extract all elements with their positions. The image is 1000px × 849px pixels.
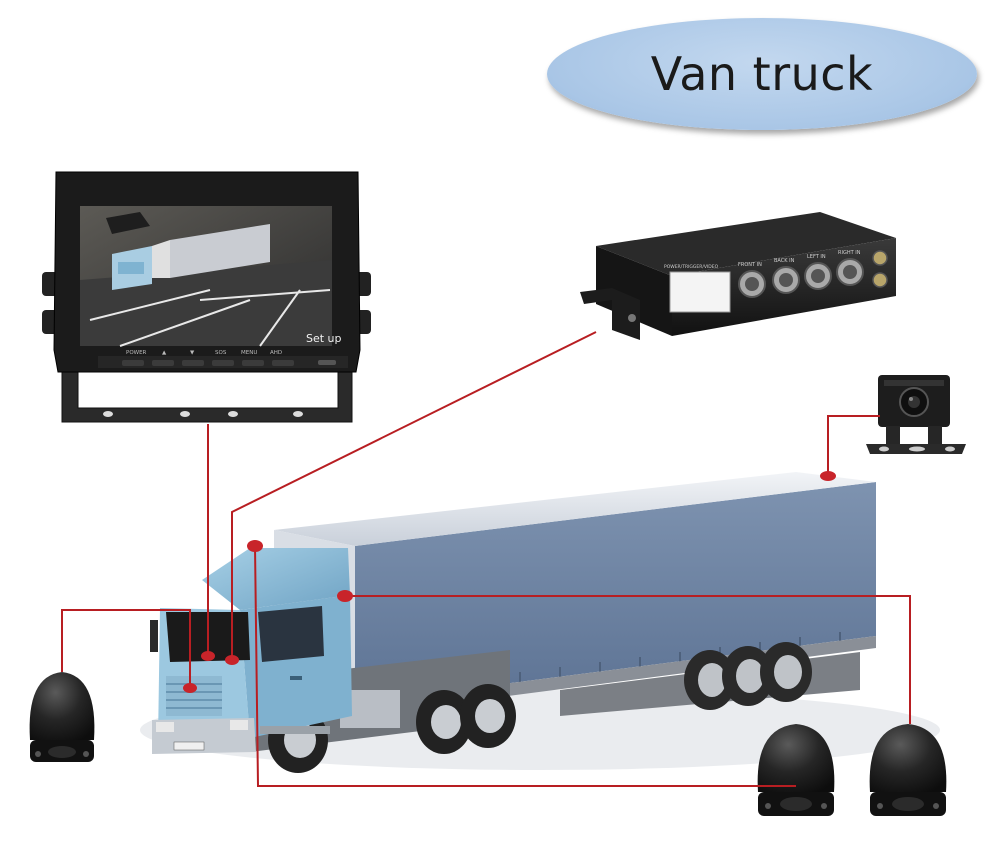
monitor-button-menu[interactable]: MENU [241, 350, 257, 356]
monitor-button-ahd[interactable]: AHD [270, 350, 282, 356]
power-connector [670, 272, 730, 312]
rear-right-camera [870, 724, 947, 816]
monitor: Set up POWER ▲ ▼ SOS MENU AHD [42, 172, 371, 422]
right-side-camera [758, 724, 835, 816]
monitor-screen-label: Set up [306, 332, 342, 345]
control-box: POWER/TRIGGER/VIDEO FRONT IN BACK IN LEF… [580, 212, 896, 340]
port-label-front: FRONT IN [738, 262, 762, 268]
monitor-button-sos[interactable]: SOS [215, 350, 227, 356]
port-label-back: BACK IN [774, 258, 795, 264]
front-left-camera [30, 672, 95, 762]
trailer-wheels [684, 642, 812, 710]
van-truck [140, 472, 940, 773]
port-label-right: RIGHT IN [838, 250, 861, 256]
port-label-left: LEFT IN [807, 254, 826, 260]
rear-camera [866, 375, 966, 454]
monitor-button-power[interactable]: POWER [126, 350, 147, 356]
control-box-connector-label: POWER/TRIGGER/VIDEO [664, 264, 719, 270]
